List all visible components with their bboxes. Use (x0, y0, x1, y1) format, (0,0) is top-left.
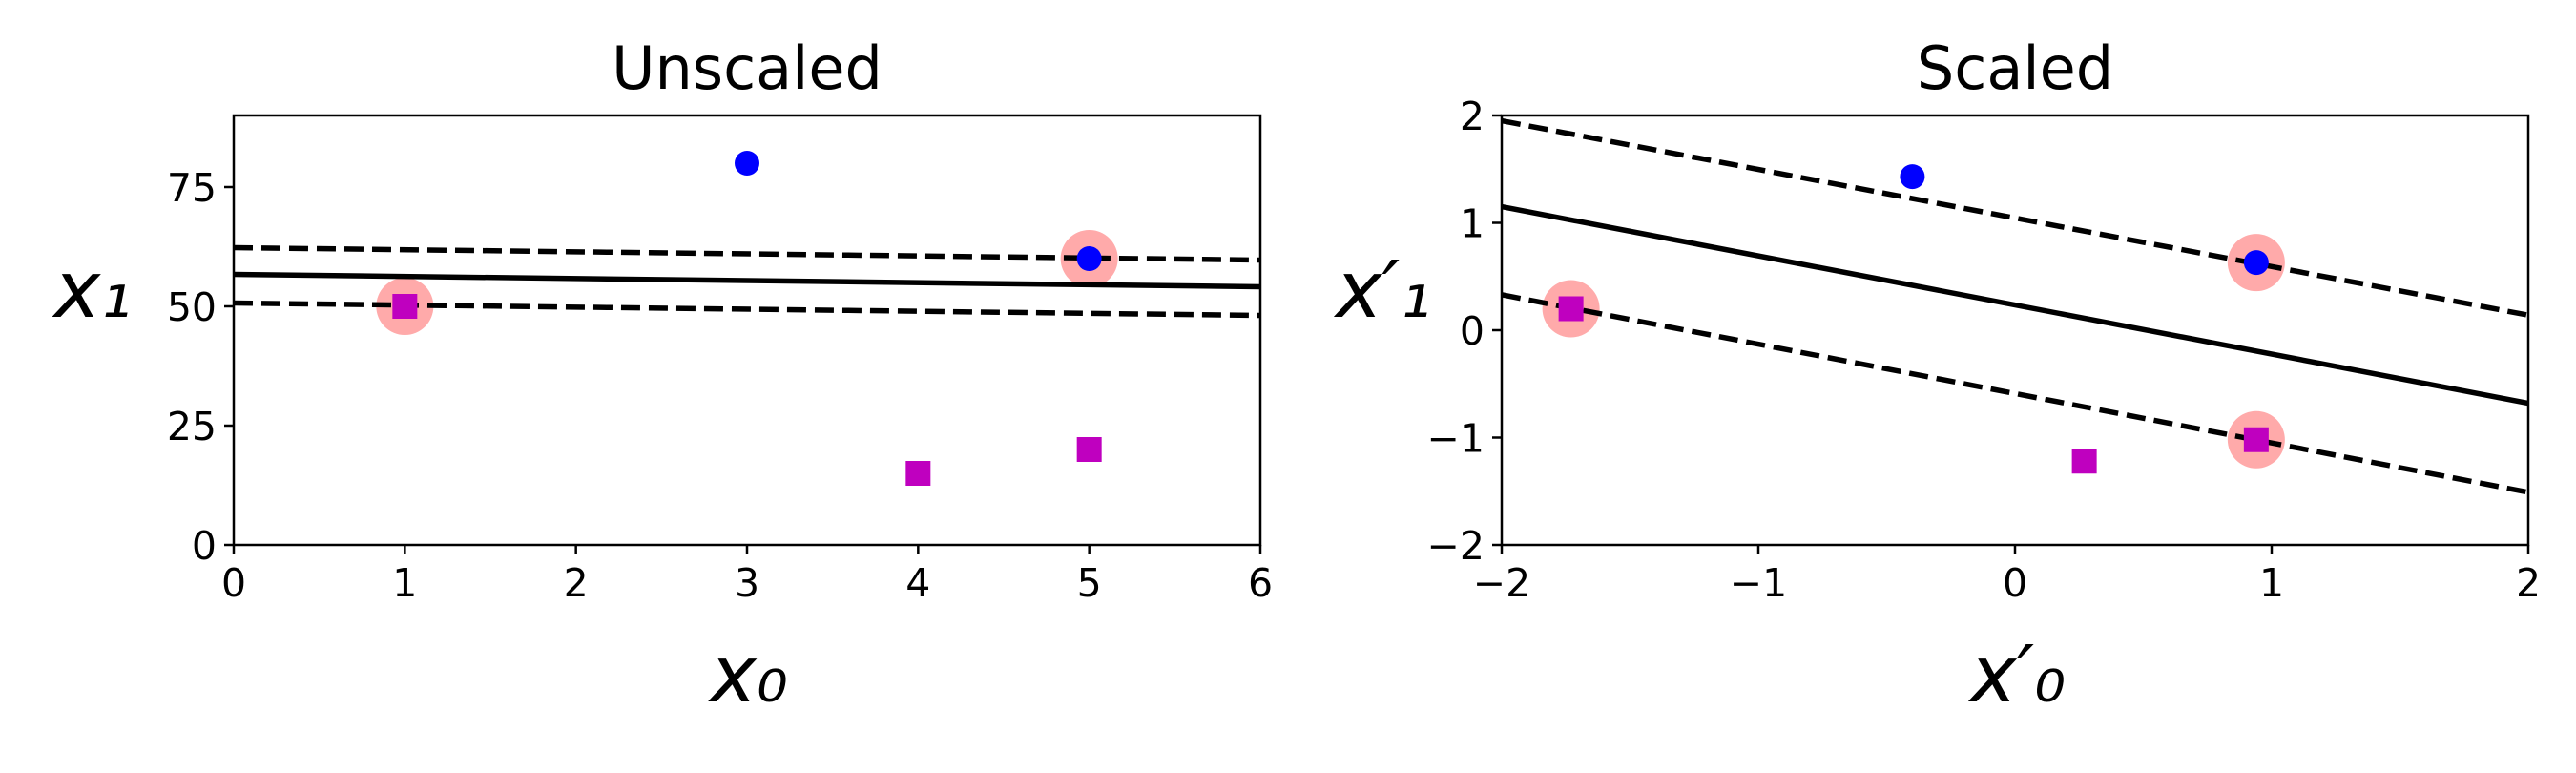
square-point (2243, 427, 2269, 452)
chart-title: Scaled (1917, 33, 2113, 103)
plot-area (1502, 117, 2528, 495)
unscaled-panel: Unscaled x₀ x₁ 0 1 2 3 4 5 6 0 25 50 75 (52, 33, 1273, 721)
square-point (1076, 437, 1102, 462)
y-tick-label: −2 (1427, 523, 1485, 569)
circle-point (1900, 164, 1925, 190)
square-point (905, 461, 931, 486)
square-point (392, 294, 418, 319)
y-tick-label: 1 (1460, 201, 1485, 247)
axes-frame (232, 114, 1262, 547)
y-tick-label: 0 (192, 523, 217, 569)
y-tick-label: 2 (1460, 94, 1485, 139)
plot-area (234, 151, 1260, 486)
x-tick-label: 0 (2003, 560, 2027, 606)
circle-point (735, 151, 759, 176)
x-tick-label: 1 (2259, 560, 2284, 606)
y-tick-label: −1 (1427, 416, 1485, 462)
square-point (1558, 296, 1584, 322)
decision-boundary-line (1502, 203, 2528, 407)
circle-point (1076, 246, 1102, 271)
margin-line (1502, 117, 2528, 318)
x-axis-label: x′₀ (1967, 630, 2066, 721)
axes-frame (1500, 114, 2530, 547)
circle-point (2243, 250, 2269, 276)
y-tick-label: 25 (167, 404, 217, 449)
y-tick-label: 75 (167, 165, 217, 211)
x-tick-label: 2 (2516, 560, 2541, 606)
x-tick-label: 3 (735, 560, 759, 606)
square-point (2071, 449, 2097, 474)
x-tick-label: 2 (564, 560, 589, 606)
margin-line (1502, 292, 2528, 495)
x-tick-label: 0 (221, 560, 246, 606)
y-axis-label: x′₁ (1333, 245, 1431, 336)
y-axis-label: x₁ (52, 245, 132, 336)
chart-title: Unscaled (612, 33, 883, 103)
x-tick-label: 1 (392, 560, 417, 606)
x-tick-label: 5 (1077, 560, 1102, 606)
x-tick-label: 4 (905, 560, 930, 606)
x-tick-label: −2 (1473, 560, 1530, 606)
x-tick-label: −1 (1730, 560, 1787, 606)
y-tick-label: 50 (167, 284, 217, 330)
decision-boundary-line (234, 271, 1260, 290)
margin-line (234, 244, 1260, 263)
x-tick-label: 6 (1248, 560, 1273, 606)
y-tick-label: 0 (1460, 308, 1485, 354)
scaled-panel: Scaled x′₀ x′₁ −2 −1 0 1 2 −2 −1 0 1 2 (1333, 33, 2541, 721)
x-axis-label: x₀ (707, 630, 787, 721)
